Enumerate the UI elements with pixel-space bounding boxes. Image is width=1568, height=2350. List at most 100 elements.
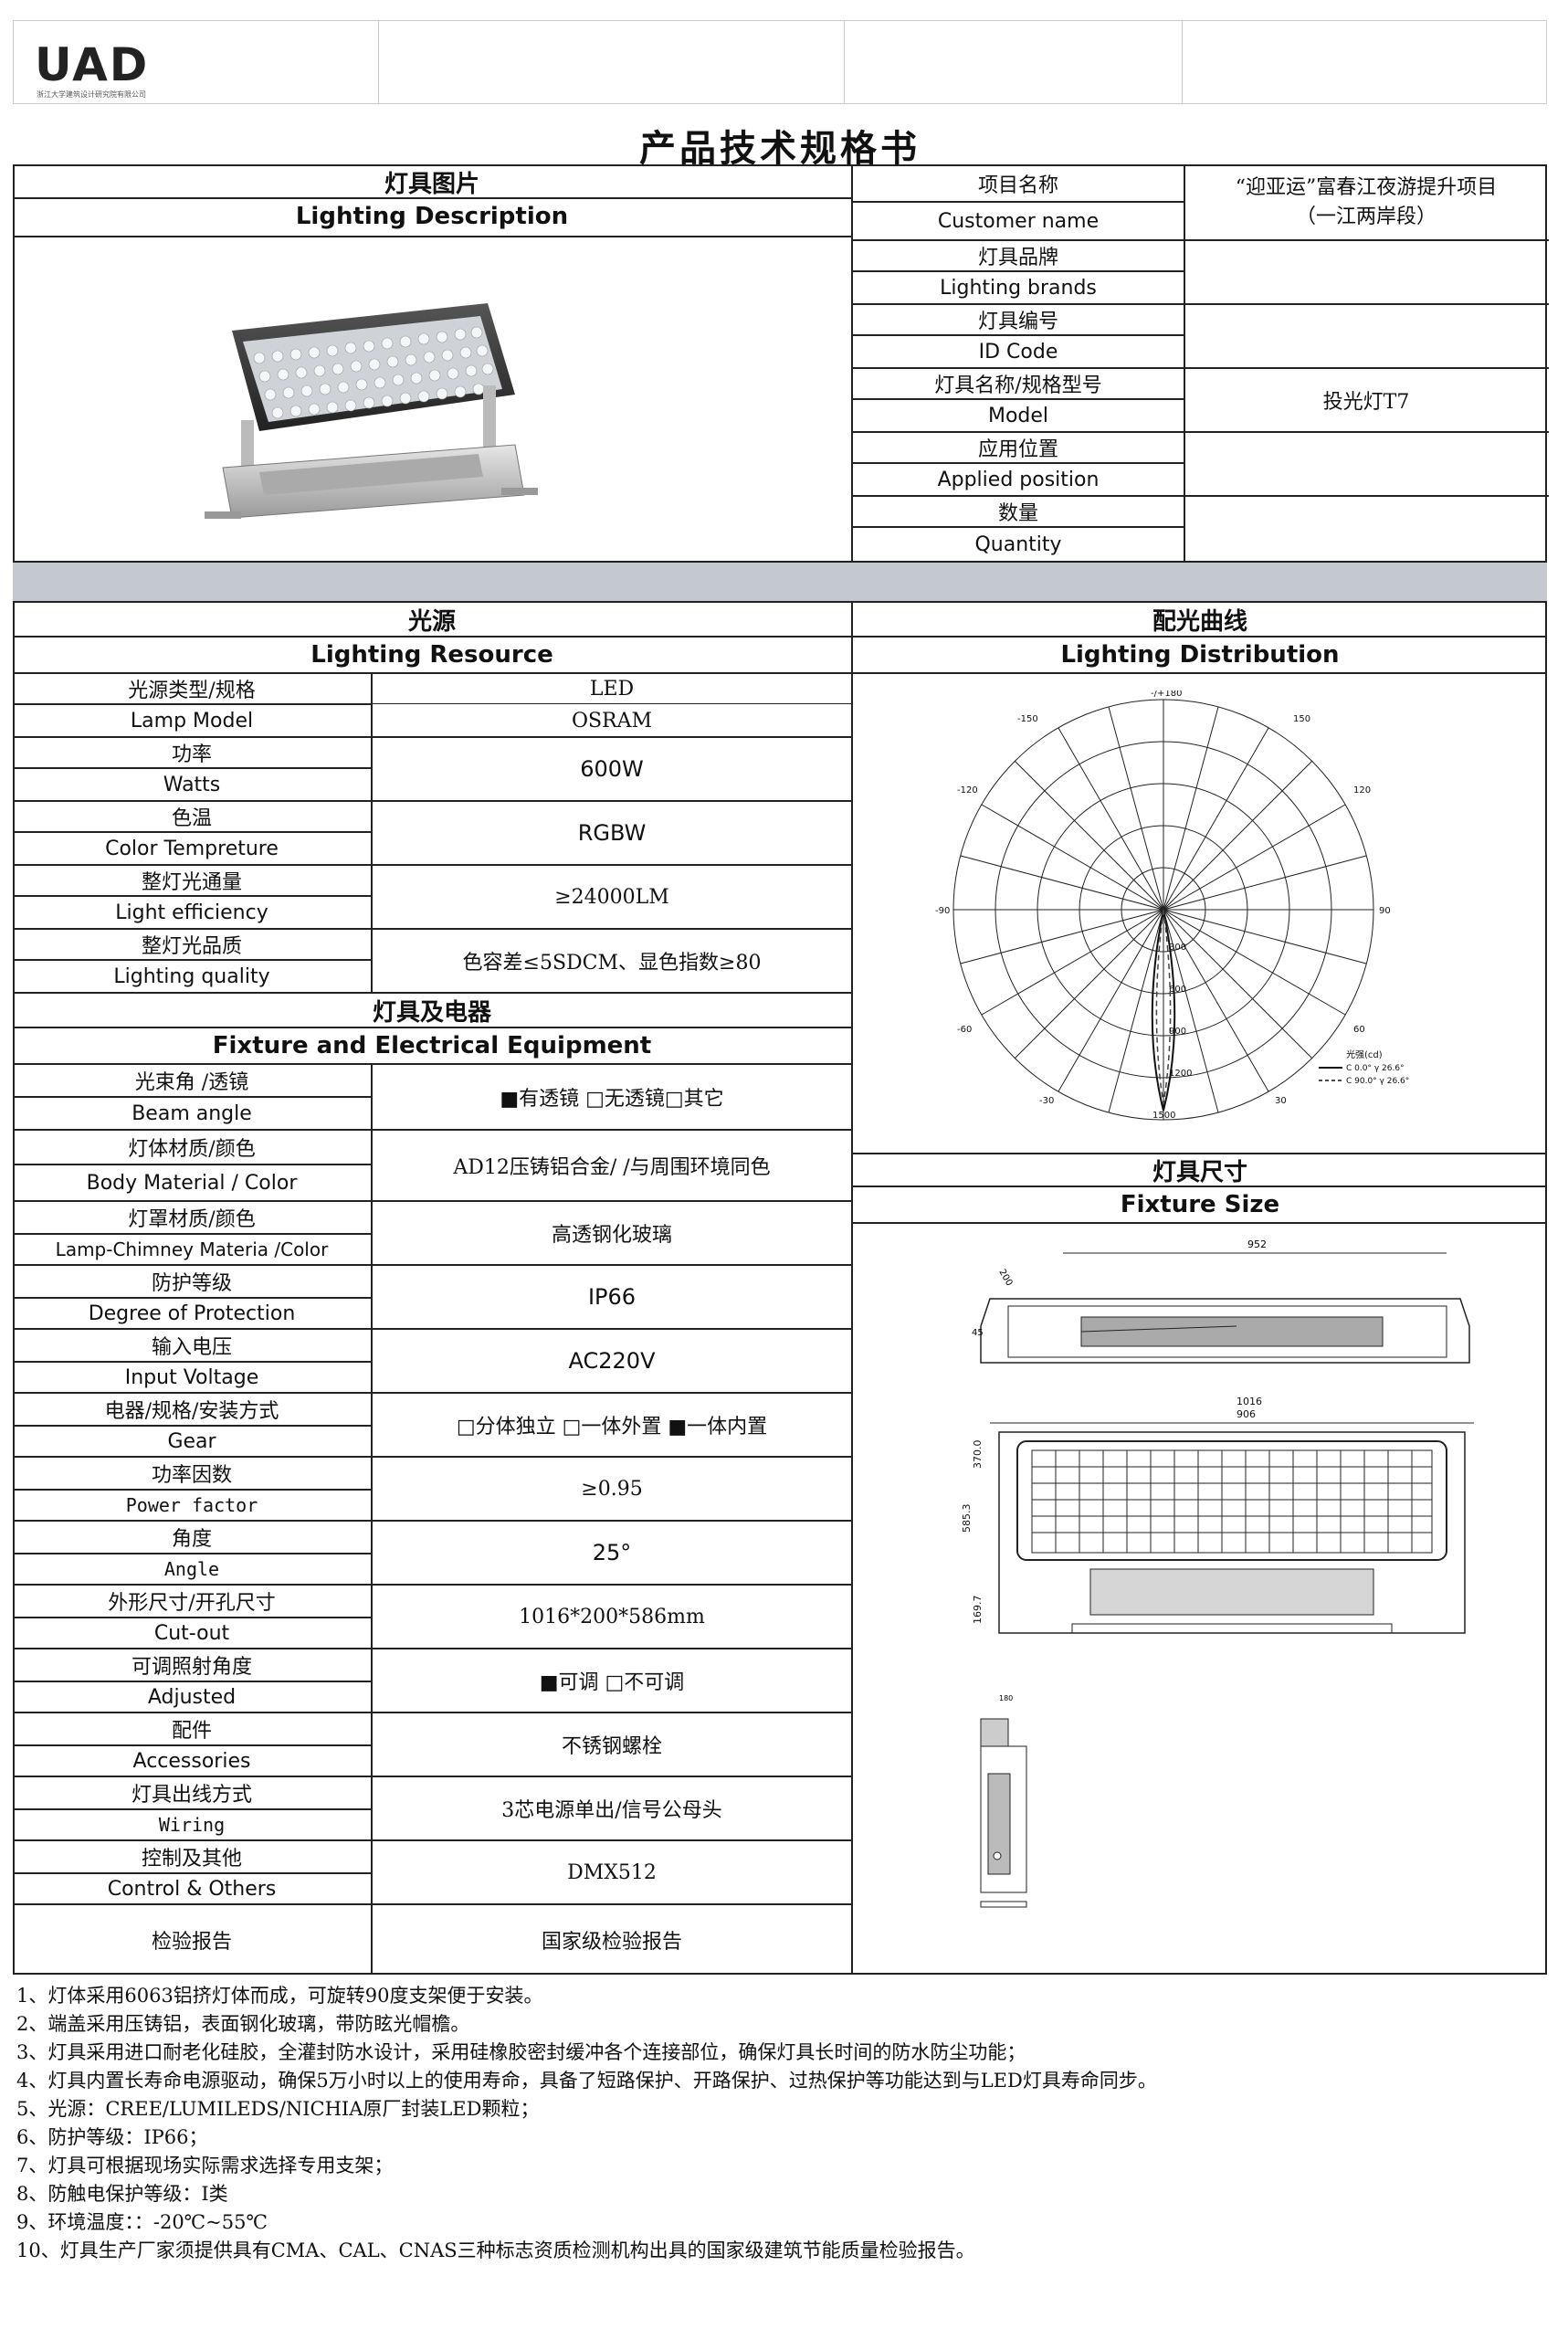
- inspection-value: 国家级检验报告: [541, 1931, 682, 1954]
- polar-distribution-chart: -/+180 -150 150 -120 120 -90 90 -60 60 -…: [935, 690, 1409, 1121]
- note-item: 5、光源：CREE/LUMILEDS/NICHIA原厂封装LED颗粒；: [16, 2098, 540, 2120]
- polar-label-n120: -120: [957, 785, 978, 796]
- lighting-quality-label-en: Lighting quality: [113, 964, 270, 988]
- control-value: DMX512: [567, 1860, 657, 1884]
- polar-radial-300: 300: [1169, 943, 1186, 953]
- polar-label-180: -/+180: [1151, 690, 1182, 699]
- light-efficiency-label-en: Light efficiency: [115, 901, 268, 924]
- polar-label-90: 90: [1379, 906, 1391, 916]
- wiring-label-en: Wiring: [158, 1814, 226, 1836]
- gear-label-en: Gear: [167, 1429, 216, 1453]
- company-name: 浙江大学建筑设计研究院有限公司: [37, 90, 146, 99]
- lamp-model-brand: OSRAM: [571, 709, 653, 732]
- model-value: 投光灯T7: [1322, 391, 1410, 414]
- input-voltage-value: AC220V: [568, 1348, 656, 1374]
- lighting-description-en: Lighting Description: [295, 203, 569, 230]
- note-item: 7、灯具可根据现场实际需求选择专用支架；: [16, 2155, 394, 2176]
- lamp-chimney-label-en: Lamp-Chimney Materia /Color: [55, 1238, 329, 1260]
- lighting-distribution-cn: 配光曲线: [1152, 607, 1247, 636]
- header-row: [13, 20, 1547, 104]
- polar-radial-1200: 1200: [1169, 1069, 1192, 1079]
- id-code-label-cn: 灯具编号: [977, 311, 1058, 333]
- polar-label-n150: -150: [1017, 714, 1038, 724]
- polar-radial-900: 900: [1169, 1027, 1186, 1037]
- lighting-resource-cn: 光源: [407, 607, 456, 636]
- polar-radial-1500: 1500: [1152, 1111, 1175, 1121]
- dim-45: 45: [972, 1328, 984, 1338]
- id-code-label-en: ID Code: [978, 340, 1058, 364]
- dim-370: 370.0: [972, 1440, 984, 1470]
- accessories-label-cn: 配件: [171, 1720, 212, 1743]
- section-divider: [13, 563, 1547, 601]
- watts-value: 600W: [580, 756, 644, 782]
- light-efficiency-label-cn: 整灯光通量: [141, 871, 242, 894]
- color-temp-label-en: Color Tempreture: [105, 837, 279, 860]
- adjusted-label-en: Adjusted: [147, 1685, 237, 1709]
- lighting-resource-en: Lighting Resource: [310, 641, 553, 669]
- accessories-label-en: Accessories: [132, 1749, 251, 1773]
- applied-position-label-cn: 应用位置: [977, 438, 1058, 461]
- cut-out-label-en: Cut-out: [153, 1621, 230, 1645]
- lighting-quality-value: 色容差≤5SDCM、显色指数≥80: [462, 952, 762, 975]
- input-voltage-label-en: Input Voltage: [124, 1365, 259, 1389]
- note-item: 8、防触电保护等级：I类: [16, 2183, 228, 2205]
- polar-legend-2: C 90.0° γ 26.6°: [1346, 1077, 1409, 1086]
- notes-section: 1、灯体采用6063铝挤灯体而成，可旋转90度支架便于安装。 2、端盖采用压铸铝…: [13, 1982, 1547, 2265]
- lighting-brands-value: [1185, 241, 1547, 303]
- cut-out-value: 1016*200*586mm: [519, 1605, 705, 1628]
- dim-952: 952: [1247, 1238, 1267, 1250]
- fixture-size-cn: 灯具尺寸: [1152, 1158, 1247, 1186]
- angle-value: 25°: [592, 1540, 632, 1565]
- fixture-electrical-en: Fixture and Electrical Equipment: [212, 1032, 652, 1059]
- polar-label-n90: -90: [935, 906, 950, 916]
- fixture-side-drawing: 952 200 45: [972, 1238, 1470, 1364]
- dim-585: 585.3: [963, 1504, 973, 1533]
- lamp-chimney-value: 高透钢化玻璃: [551, 1224, 672, 1247]
- cut-out-label-cn: 外形尺寸/开孔尺寸: [108, 1592, 276, 1615]
- beam-angle-value: ■有透镜 □无透镜□其它: [500, 1088, 724, 1111]
- gear-label-cn: 电器/规格/安装方式: [104, 1400, 279, 1423]
- dim-906: 906: [1237, 1408, 1256, 1420]
- note-item: 6、防护等级：IP66；: [16, 2126, 208, 2148]
- lighting-quality-label-cn: 整灯光品质: [141, 935, 242, 958]
- page-title: 产品技术规格书: [639, 127, 921, 170]
- applied-position-value: [1185, 433, 1547, 495]
- id-code-value: [1185, 305, 1547, 367]
- lamp-chimney-label-cn: 灯罩材质/颜色: [128, 1208, 256, 1231]
- lighting-description-cn: 灯具图片: [384, 170, 479, 198]
- watts-label-cn: 功率: [171, 743, 212, 766]
- gear-value: □分体独立 □一体外置 ■一体内置: [456, 1416, 768, 1438]
- body-material-label-cn: 灯体材质/颜色: [128, 1138, 256, 1161]
- control-label-cn: 控制及其他: [141, 1848, 242, 1871]
- angle-label-cn: 角度: [171, 1528, 212, 1551]
- model-label-cn: 灯具名称/规格型号: [934, 374, 1102, 397]
- polar-legend-title: 光强(cd): [1346, 1049, 1383, 1060]
- color-temp-label-cn: 色温: [171, 807, 212, 830]
- dim-200: 200: [996, 1268, 1014, 1288]
- body-material-label-en: Body Material / Color: [86, 1171, 298, 1195]
- input-voltage-label-cn: 输入电压: [151, 1336, 232, 1359]
- light-efficiency-value: ≥24000LM: [554, 885, 669, 909]
- quantity-value: [1185, 497, 1547, 561]
- adjusted-value: ■可调 □不可调: [539, 1671, 685, 1694]
- top-section: [13, 164, 1547, 563]
- power-factor-label-cn: 功率因数: [151, 1464, 232, 1487]
- color-temp-value: RGBW: [577, 820, 647, 846]
- note-item: 2、端盖采用压铸铝，表面钢化玻璃，带防眩光帽檐。: [16, 2013, 470, 2035]
- applied-position-label-en: Applied position: [937, 468, 1100, 491]
- company-logo: UAD: [35, 38, 150, 91]
- lighting-brands-label-cn: 灯具品牌: [977, 247, 1058, 269]
- lamp-model-label-cn: 光源类型/规格: [128, 680, 256, 702]
- beam-angle-label-cn: 光束角 /透镜: [134, 1071, 249, 1094]
- note-item: 1、灯体采用6063铝挤灯体而成，可旋转90度支架便于安装。: [16, 1985, 543, 2007]
- lighting-distribution-en: Lighting Distribution: [1060, 641, 1340, 669]
- watts-label-en: Watts: [163, 773, 221, 796]
- spec-sheet: UAD 浙江大学建筑设计研究院有限公司 产品技术规格书 灯具图片 Lightin…: [13, 20, 1549, 2340]
- polar-label-120: 120: [1353, 785, 1371, 796]
- lamp-model-value: LED: [589, 677, 635, 701]
- polar-label-n60: -60: [957, 1025, 972, 1035]
- angle-label-en: Angle: [163, 1558, 220, 1580]
- power-factor-value: ≥0.95: [581, 1477, 643, 1501]
- lighting-brands-label-en: Lighting brands: [940, 276, 1097, 300]
- control-label-en: Control & Others: [107, 1877, 277, 1901]
